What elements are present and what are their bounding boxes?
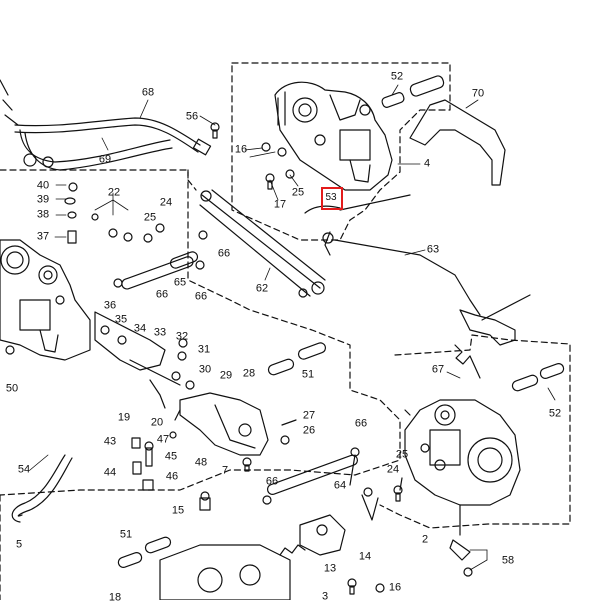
label-part-20: 20: [150, 416, 164, 429]
label-part-51-bottom: 51: [119, 528, 133, 541]
spring-67: [454, 344, 481, 379]
sleeves-52-right: [511, 363, 565, 392]
label-part-44: 44: [103, 466, 117, 479]
label-part-26: 26: [302, 424, 316, 437]
label-part-29: 29: [219, 369, 233, 382]
label-part-66-a: 66: [217, 247, 231, 260]
hose-68-69: [0, 79, 212, 171]
label-part-51-mid: 51: [301, 368, 315, 381]
label-part-22: 22: [107, 186, 121, 199]
label-part-40: 40: [36, 179, 50, 192]
sleeves-51-mid: [267, 342, 327, 376]
label-part-47: 47: [156, 433, 170, 446]
label-part-32: 32: [175, 330, 189, 343]
label-part-56: 56: [185, 110, 199, 123]
label-part-4: 4: [423, 157, 431, 170]
screws-top: [64, 122, 295, 244]
label-part-2: 2: [421, 533, 429, 546]
label-part-35: 35: [114, 313, 128, 326]
label-part-31: 31: [197, 343, 211, 356]
rod-63: [322, 231, 531, 346]
label-part-46: 46: [165, 470, 179, 483]
label-part-67: 67: [431, 363, 445, 376]
carburetor-right: [393, 399, 521, 577]
label-part-62: 62: [255, 282, 269, 295]
fuel-pump-48: [174, 392, 297, 472]
group-boundaries: [0, 62, 571, 600]
label-part-34: 34: [133, 322, 147, 335]
label-part-63: 63: [426, 243, 440, 256]
link-rod-62: [199, 189, 326, 298]
label-part-36: 36: [103, 299, 117, 312]
label-part-16: 16: [234, 143, 248, 156]
label-part-25a: 25: [291, 186, 305, 199]
label-part-14: 14: [358, 550, 372, 563]
label-part-66-c: 66: [194, 290, 208, 303]
label-part-64: 64: [333, 479, 347, 492]
sleeves-52-top: [381, 75, 445, 108]
label-part-19: 19: [117, 411, 131, 424]
label-part-70: 70: [471, 87, 485, 100]
carburetor-top: [274, 81, 393, 191]
label-part-7: 7: [221, 464, 229, 477]
label-part-58: 58: [501, 554, 515, 567]
label-part-28: 28: [242, 367, 256, 380]
label-part-33: 33: [153, 326, 167, 339]
label-part-13: 13: [323, 562, 337, 575]
label-part-54: 54: [17, 463, 31, 476]
highlight-box-53: [321, 187, 343, 210]
label-part-39: 39: [36, 193, 50, 206]
label-part-66-d: 66: [354, 417, 368, 430]
label-part-5: 5: [15, 538, 23, 551]
bolts-lower-left: [131, 431, 177, 491]
label-part-18: 18: [108, 591, 122, 604]
label-part-43: 43: [103, 435, 117, 448]
label-part-25b: 25: [143, 211, 157, 224]
label-part-65: 65: [173, 276, 187, 289]
label-part-52-right: 52: [548, 407, 562, 420]
label-part-48: 48: [194, 456, 208, 469]
tube-54: [11, 454, 73, 523]
label-part-37: 37: [36, 230, 50, 243]
label-part-66-b: 66: [155, 288, 169, 301]
label-part-53: 53: [325, 192, 337, 203]
label-part-66-e: 66: [265, 475, 279, 488]
label-part-27: 27: [302, 409, 316, 422]
label-part-24-right: 24: [386, 463, 400, 476]
label-part-30: 30: [198, 363, 212, 376]
label-part-50: 50: [5, 382, 19, 395]
label-part-3: 3: [321, 590, 329, 603]
carburetor-bottom: [117, 491, 385, 600]
label-part-17: 17: [273, 198, 287, 211]
label-part-45: 45: [164, 450, 178, 463]
label-part-15: 15: [171, 504, 185, 517]
label-part-16-bottom: 16: [388, 581, 402, 594]
bracket-70: [409, 99, 506, 186]
label-part-25c: 25: [395, 448, 409, 461]
linkage-parts-mid: [94, 311, 195, 409]
shaft-64: [262, 447, 379, 521]
label-part-68: 68: [141, 86, 155, 99]
label-part-52-top: 52: [390, 70, 404, 83]
shafts-65-66: [113, 230, 208, 290]
label-part-69: 69: [98, 153, 112, 166]
label-part-24: 24: [159, 196, 173, 209]
label-part-38: 38: [36, 208, 50, 221]
carburetor-left: [0, 239, 91, 361]
